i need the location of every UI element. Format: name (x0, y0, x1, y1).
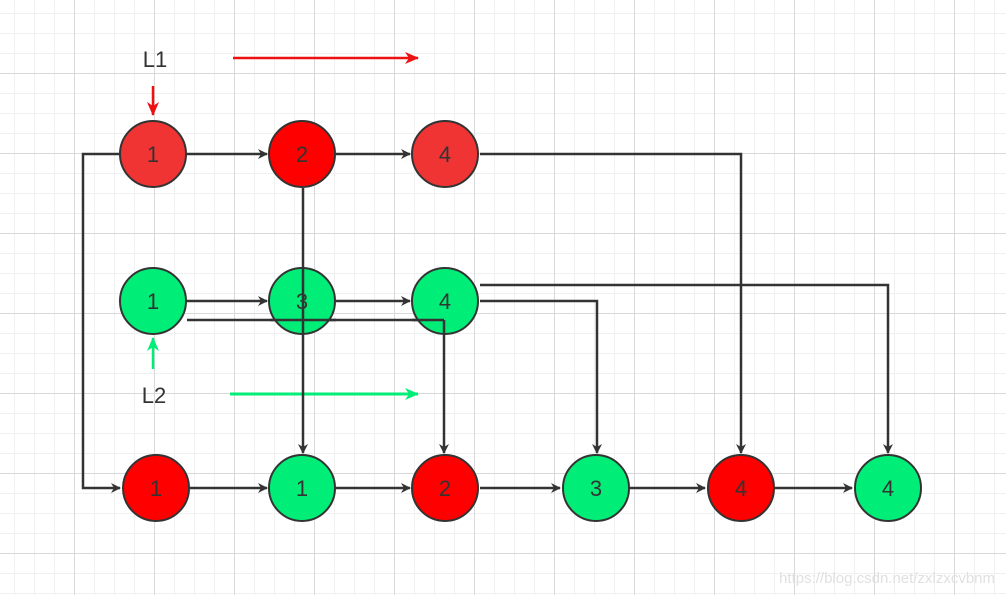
merged-node-circle (411, 454, 479, 522)
map-l1-node4-to-merged-5 (480, 152, 746, 454)
list1-node-value: 1 (147, 142, 159, 167)
merged-node-circle (122, 454, 190, 522)
list2-label: L2 (142, 383, 166, 408)
list2-node: 1 (119, 267, 187, 335)
list2-node-value: 1 (147, 289, 159, 314)
merged-node-value: 1 (150, 476, 162, 501)
list2-node-circle (119, 267, 187, 335)
merged-node-circle (854, 454, 922, 522)
merged-node-value: 4 (735, 476, 747, 501)
merged-node-circle (707, 454, 775, 522)
list1-label: L1 (143, 47, 167, 72)
list1-node: 2 (268, 120, 336, 188)
list1-node: 1 (119, 120, 187, 188)
watermark: https://blog.csdn.net/zxlzxcvbnm (779, 570, 995, 587)
connectors (81, 149, 893, 493)
merged-node: 2 (411, 454, 479, 522)
map-l1-node1-to-merged-1 (81, 152, 121, 493)
list2-node-value: 4 (439, 289, 451, 314)
merged-node-value: 2 (439, 476, 451, 501)
map-l2-node1-to-merged-2 (187, 318, 449, 454)
list1-node-value: 2 (296, 142, 308, 167)
merged-node-circle (562, 454, 630, 522)
map-l2-node4-to-merged-6 (480, 283, 893, 454)
merged-node-circle (268, 454, 336, 522)
merged-node-value: 3 (590, 476, 602, 501)
merged-node-value: 1 (296, 476, 308, 501)
merged-node-value: 4 (882, 476, 894, 501)
merged-node: 1 (268, 454, 336, 522)
list1-node-value: 4 (439, 142, 451, 167)
merged-node: 3 (562, 454, 630, 522)
list1-node: 4 (411, 120, 479, 188)
merged-node: 4 (854, 454, 922, 522)
list1-node-circle (411, 120, 479, 188)
merged-node: 1 (122, 454, 190, 522)
merged-node: 4 (707, 454, 775, 522)
list1-node-circle (119, 120, 187, 188)
list1-node-circle (268, 120, 336, 188)
map-l2-node3-to-merged-4 (480, 299, 602, 454)
